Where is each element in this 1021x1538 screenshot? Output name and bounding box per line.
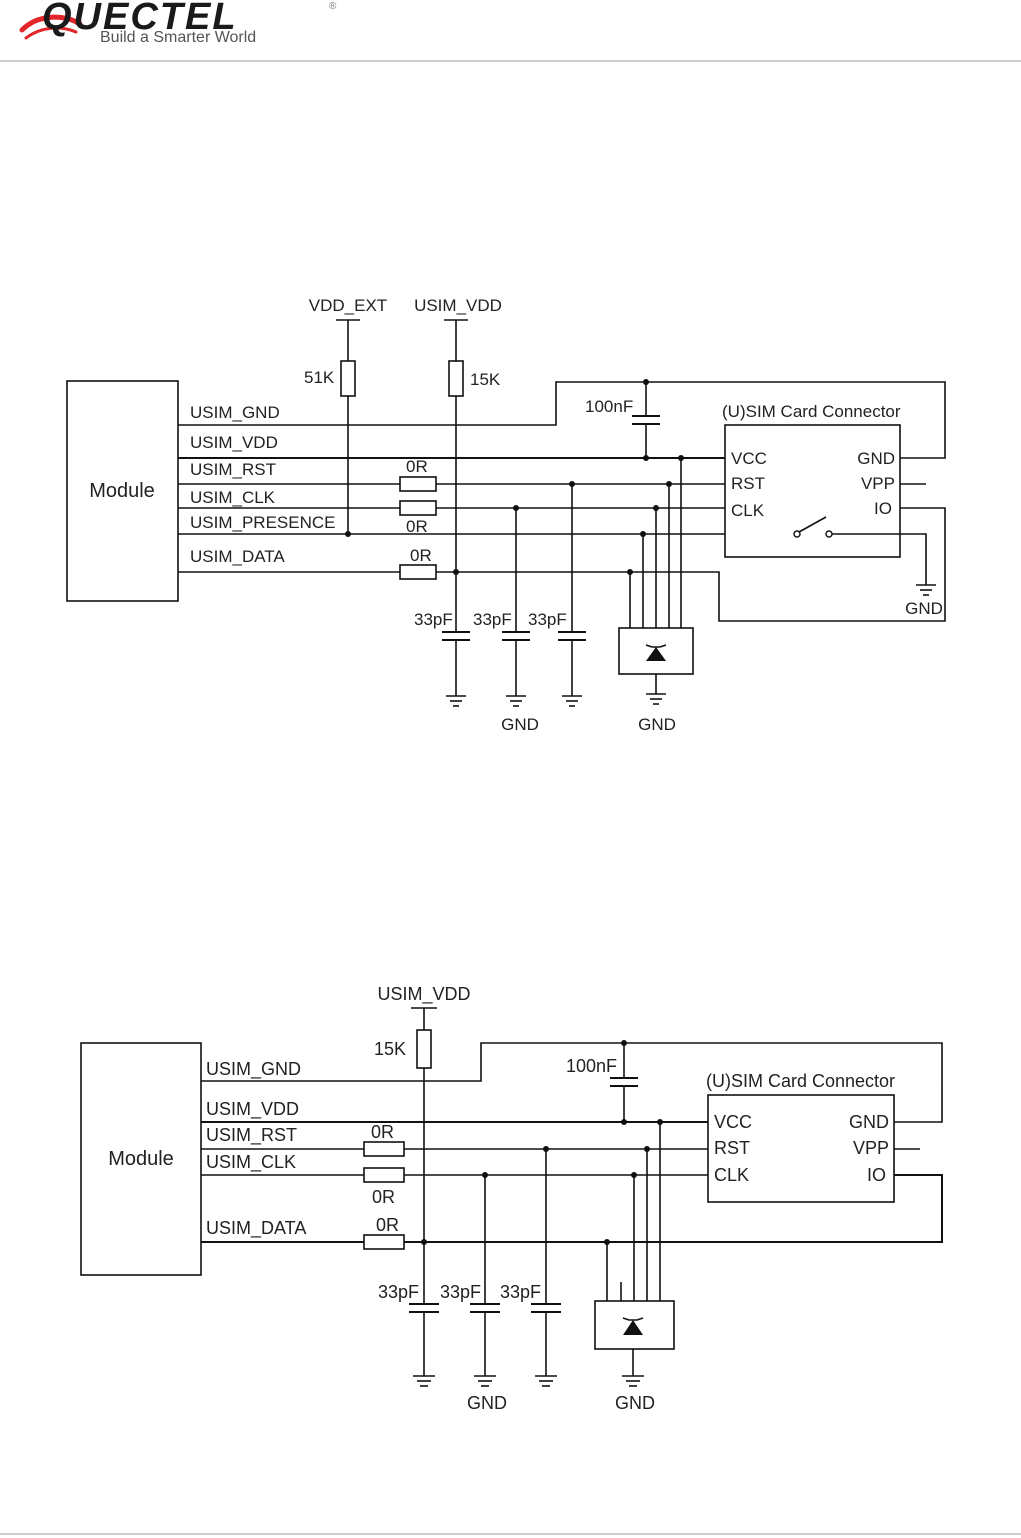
registered-mark: ®	[329, 1, 337, 12]
rail-usim-vdd: USIM_VDD	[414, 296, 502, 315]
pin-rst: RST	[731, 474, 765, 493]
cap-33pf-2-label: 33pF	[473, 610, 512, 629]
resistor2-0r-data-label: 0R	[376, 1215, 399, 1235]
pin2-rst: RST	[714, 1138, 750, 1158]
pin-io: IO	[874, 499, 892, 518]
usim-circuit-diagram-with-presence: Module USIM_GND USIM_VDD USIM_RST USIM_C…	[66, 296, 946, 734]
resistor-0r-rst-label: 0R	[406, 457, 428, 476]
resistor-0r-clk	[399, 500, 437, 516]
logo-swoosh-icon	[19, 14, 83, 40]
junction-dots	[345, 379, 684, 575]
signal2-usim-vdd: USIM_VDD	[206, 1099, 299, 1120]
presence-switch-icon	[793, 516, 936, 596]
cap2-33pf-1-label: 33pF	[378, 1282, 419, 1302]
pin2-gnd: GND	[849, 1112, 889, 1132]
pin2-clk: CLK	[714, 1165, 749, 1185]
rail-vdd-ext: VDD_EXT	[309, 296, 387, 315]
quectel-logo: QUECTEL ® Build a Smarter World	[18, 0, 336, 52]
gnd-label-esd: GND	[638, 715, 676, 734]
module-box	[66, 380, 179, 602]
signal2-usim-data: USIM_DATA	[206, 1218, 306, 1239]
page-header: QUECTEL ® Build a Smarter World	[0, 0, 1021, 62]
header-divider	[0, 60, 1021, 62]
signal2-usim-gnd: USIM_GND	[206, 1059, 301, 1080]
resistor-51k-label: 51K	[304, 368, 335, 387]
resistor2-0r-rst	[363, 1141, 405, 1157]
pin2-io: IO	[867, 1165, 886, 1185]
tvs-diode-icon-2	[622, 1317, 644, 1335]
signal-usim-gnd: USIM_GND	[190, 403, 280, 422]
cap-33pf-3-label: 33pF	[528, 610, 567, 629]
cap-33pf-1-label: 33pF	[414, 610, 453, 629]
signal-usim-vdd: USIM_VDD	[190, 433, 278, 452]
cap2-100nf-label: 100nF	[566, 1056, 617, 1076]
logo-tagline: Build a Smarter World	[100, 29, 257, 46]
gnd-label-switch: GND	[905, 599, 943, 618]
footer-divider	[0, 1533, 1021, 1535]
signal-usim-rst: USIM_RST	[190, 460, 276, 479]
wire2-usim-data-b	[404, 1174, 943, 1243]
cap2-33pf-3-label: 33pF	[500, 1282, 541, 1302]
rail2-usim-vdd: USIM_VDD	[377, 984, 470, 1005]
sim-connector-box	[724, 424, 901, 558]
connector2-title: (U)SIM Card Connector	[706, 1071, 895, 1091]
gnd2-label-esd: GND	[615, 1393, 655, 1413]
gnd2-label-caps: GND	[467, 1393, 507, 1413]
gnd-label-caps: GND	[501, 715, 539, 734]
resistor-0r-data	[399, 564, 437, 580]
signal-usim-clk: USIM_CLK	[190, 488, 276, 507]
resistor2-15k	[416, 1029, 432, 1069]
signal-usim-data: USIM_DATA	[190, 547, 285, 566]
resistor2-15k-label: 15K	[374, 1039, 406, 1059]
filter-caps-group	[442, 631, 586, 696]
resistor-0r-clk-label: 0R	[406, 517, 428, 536]
pin2-vpp: VPP	[853, 1138, 889, 1158]
ground-icons-caps-2	[413, 1375, 557, 1387]
resistor-0r-data-label: 0R	[410, 546, 432, 565]
pin2-vcc: VCC	[714, 1112, 752, 1132]
tvs-diode-icon	[645, 644, 667, 661]
resistor2-0r-clk	[363, 1167, 405, 1183]
module-label: Module	[89, 480, 155, 502]
module-label-2: Module	[108, 1148, 174, 1170]
wire-usim-data-b	[436, 507, 946, 622]
resistor-15k-label: 15K	[470, 370, 501, 389]
ground-icon-esd-2	[622, 1375, 644, 1387]
resistor2-0r-clk-label: 0R	[372, 1187, 395, 1207]
cap2-33pf-2-label: 33pF	[440, 1282, 481, 1302]
connector-title: (U)SIM Card Connector	[722, 402, 901, 421]
pin-gnd: GND	[857, 449, 895, 468]
resistor2-0r-rst-label: 0R	[371, 1122, 394, 1142]
pin-clk: CLK	[731, 501, 765, 520]
module-box-2	[80, 1042, 202, 1276]
wire-usim-gnd	[178, 381, 946, 459]
ground-icons-caps	[446, 695, 582, 707]
cap-100nf-label: 100nF	[585, 397, 633, 416]
pin-vcc: VCC	[731, 449, 767, 468]
signal2-usim-rst: USIM_RST	[206, 1125, 297, 1146]
ground-icon-esd	[646, 693, 666, 705]
junction-dots-2	[421, 1040, 663, 1245]
resistor2-0r-data	[363, 1234, 405, 1250]
resistor-0r-rst	[399, 476, 437, 492]
usim-circuit-diagram-basic: Module USIM_GND USIM_VDD USIM_RST USIM_C…	[80, 984, 943, 1413]
signal2-usim-clk: USIM_CLK	[206, 1152, 296, 1173]
signal-usim-presence: USIM_PRESENCE	[190, 513, 335, 532]
wire2-usim-gnd	[201, 1042, 943, 1123]
pin-vpp: VPP	[861, 474, 895, 493]
logo-text: QUECTEL	[42, 0, 238, 38]
filter-caps-group-2	[409, 1303, 561, 1376]
